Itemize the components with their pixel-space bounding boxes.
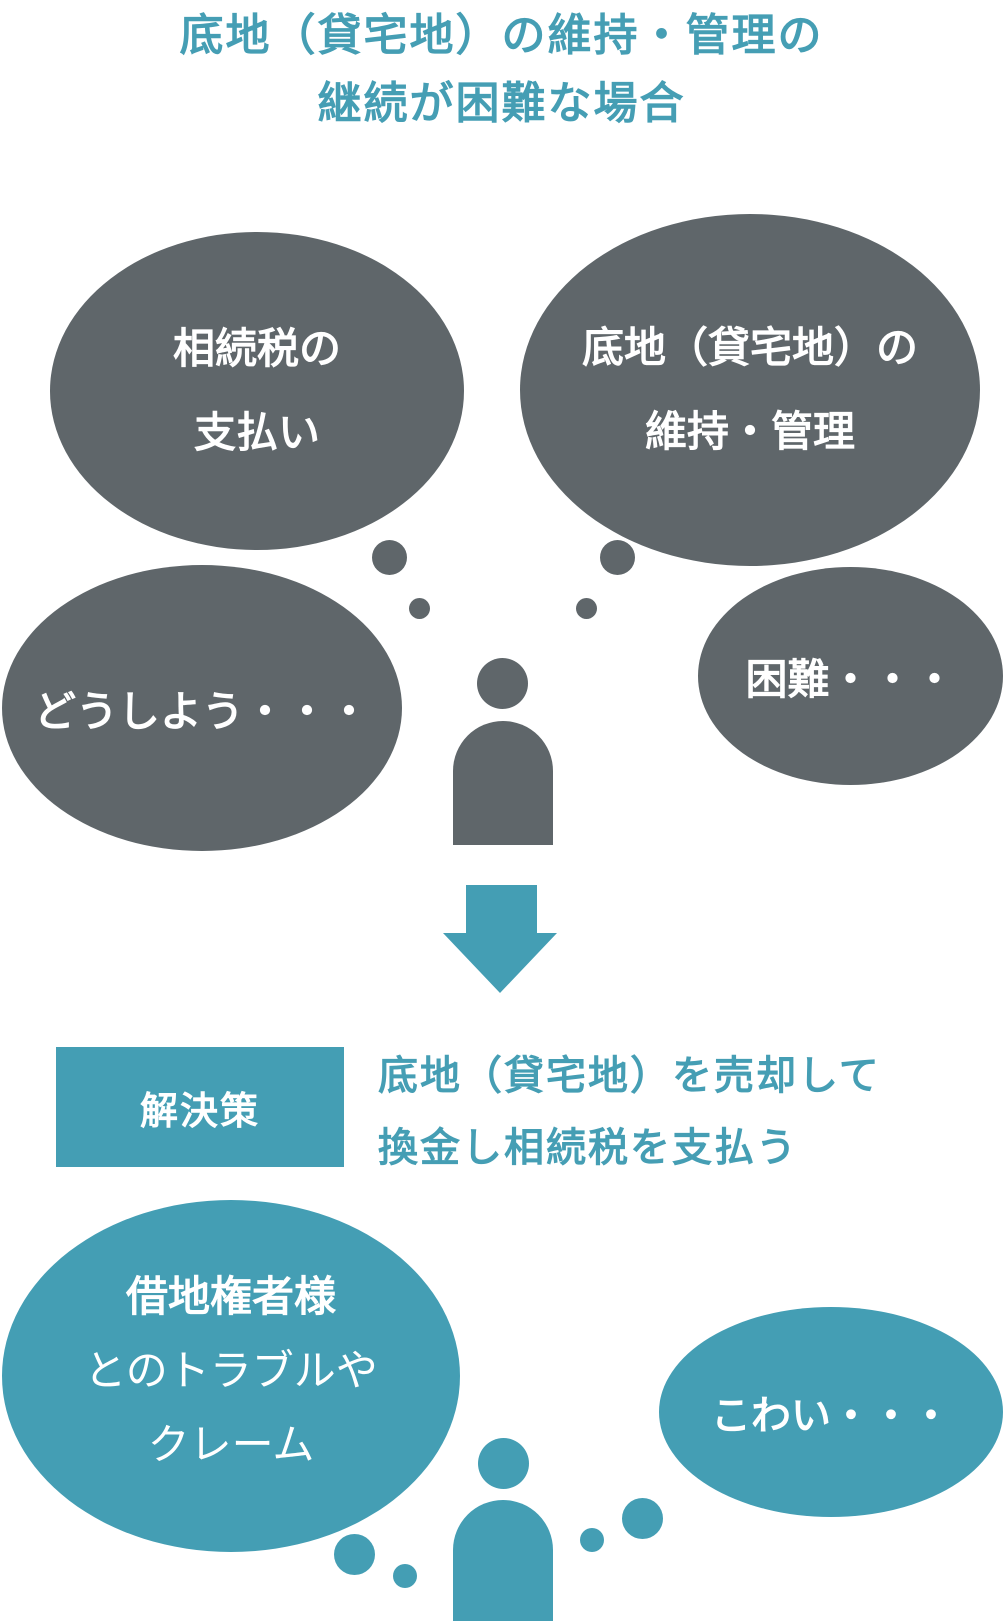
person-head-icon [478,1438,529,1489]
bubble-text-line: 相続税の [172,324,341,373]
thought-dot-icon [393,1564,417,1588]
solution-line-1: 底地（貸宅地）を売却して [378,1053,881,1099]
bubble-text-line: 支払い [193,408,320,457]
bubble-text-line: どうしよう・・・ [33,686,370,736]
solution-description: 底地（貸宅地）を売却して 換金し相続税を支払う [378,1040,881,1184]
diagram-title: 底地（貸宅地）の維持・管理の 継続が困難な場合 [0,2,1003,138]
bubble-inheritance-tax: 相続税の 支払い [50,232,464,550]
bubble-text-line: 維持・管理 [644,407,855,456]
title-line-1: 底地（貸宅地）の維持・管理の [179,10,824,61]
person-head-icon [477,658,528,709]
bubble-land-maintenance: 底地（貸宅地）の 維持・管理 [520,214,980,566]
solution-label-box: 解決策 [56,1047,344,1167]
person-body-icon [453,1500,553,1621]
thought-dot-icon [372,540,407,575]
bubble-text-line: クレーム [147,1420,315,1469]
person-body-icon [453,721,553,845]
thought-dot-icon [576,598,597,619]
bubble-text-line: とのトラブルや [84,1346,378,1395]
bubble-difficult: 困難・・・ [698,567,1003,785]
arrow-down-icon [443,885,557,993]
bubble-text-line: こわい・・・ [711,1393,951,1439]
thought-dot-icon [334,1534,375,1575]
solution-label: 解決策 [139,1088,260,1133]
thought-dot-icon [580,1528,604,1552]
title-line-2: 継続が困難な場合 [317,78,686,129]
bubble-scared: こわい・・・ [659,1307,1003,1517]
solution-line-2: 換金し相続税を支払う [378,1125,798,1171]
bubble-text-line: 底地（貸宅地）の [581,323,918,372]
bubble-text-line: 困難・・・ [745,654,956,704]
thought-dot-icon [622,1498,663,1539]
bubble-tenant-trouble: 借地権者様 とのトラブルや クレーム [2,1200,460,1552]
thought-dot-icon [409,598,430,619]
thought-dot-icon [600,540,635,575]
bubble-what-to-do: どうしよう・・・ [2,565,402,851]
bubble-text-line: 借地権者様 [125,1272,336,1321]
